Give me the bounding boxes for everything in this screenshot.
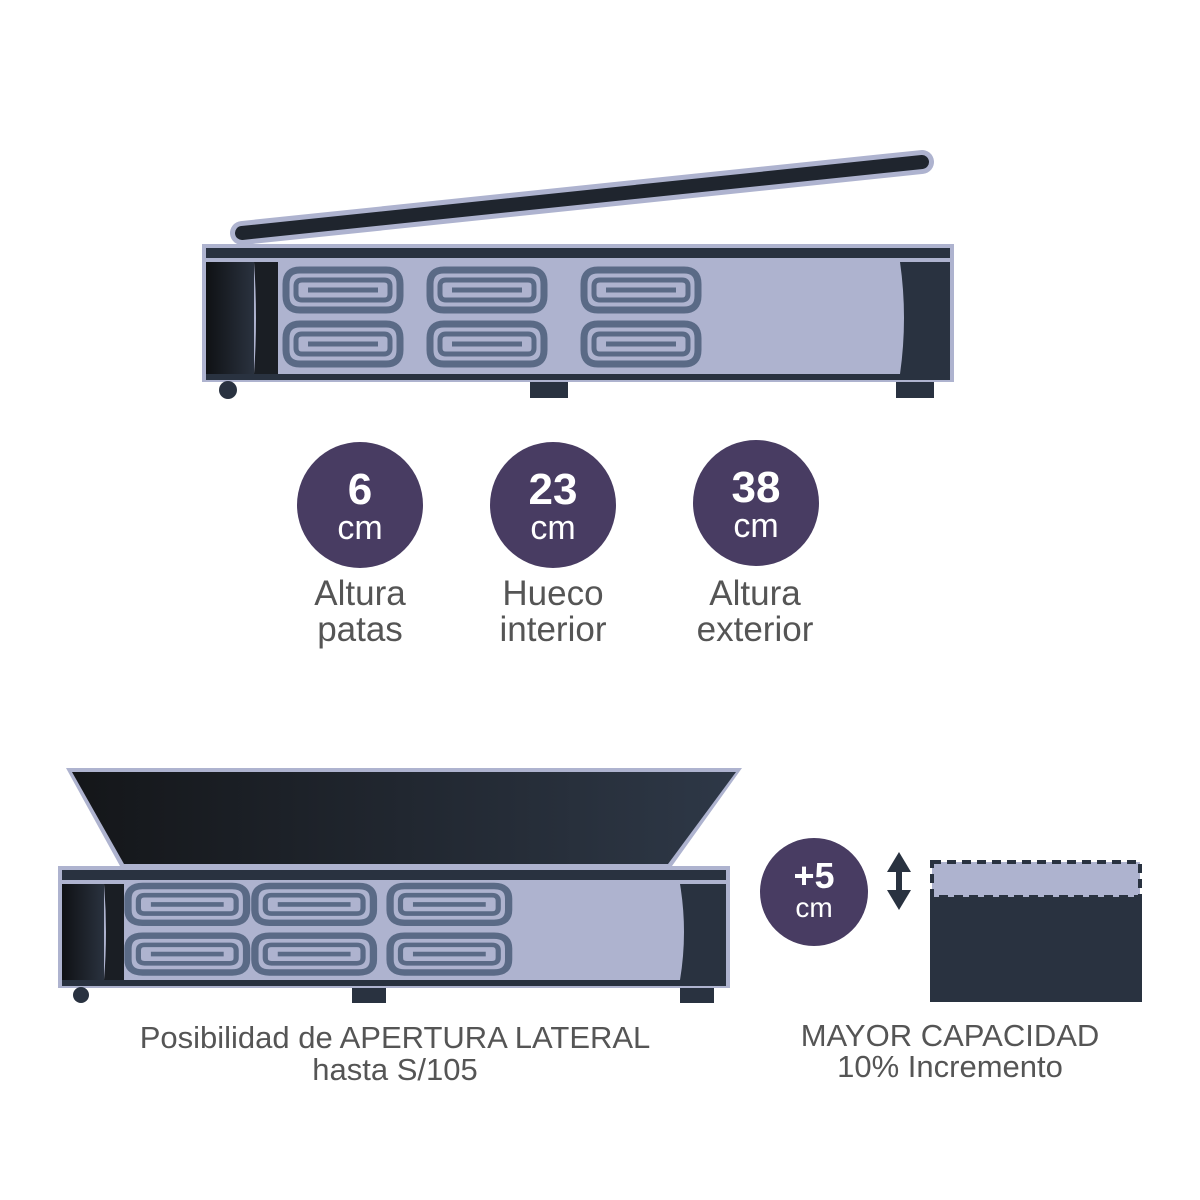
badge-value: +5 (793, 855, 835, 896)
label-inner-hollow: Hueco interior (453, 576, 653, 648)
caption-line: hasta S/105 (312, 1052, 478, 1087)
extra-capacity-zone (930, 860, 1142, 899)
badge-unit: cm (337, 509, 383, 547)
label-line: patas (317, 610, 403, 649)
badge-unit: cm (530, 509, 576, 547)
bed-lateral (58, 768, 742, 1003)
label-outer-height: Altura exterior (655, 576, 855, 648)
wheel (219, 381, 237, 399)
badge-extra-capacity: +5 cm (760, 838, 868, 946)
foot (680, 988, 714, 1003)
badge-inner-hollow: 23 cm (490, 442, 616, 568)
badge-unit: cm (733, 507, 779, 545)
capacity-block (930, 860, 1142, 1002)
badge-leg-height: 6 cm (297, 442, 423, 568)
caption-line: 10% Incremento (837, 1049, 1063, 1084)
foot (896, 382, 934, 398)
badge-unit: cm (795, 892, 833, 923)
foot (352, 988, 386, 1003)
up-down-arrow-icon (887, 852, 911, 910)
badge-value: 23 (528, 465, 578, 514)
bed-top (202, 150, 954, 399)
label-leg-height: Altura patas (260, 576, 460, 648)
badge-outer-height: 38 cm (693, 440, 819, 566)
caption-line: MAYOR CAPACIDAD (800, 1018, 1100, 1053)
label-line: Hueco (502, 574, 604, 613)
label-line: Altura (709, 574, 801, 613)
label-line: interior (499, 610, 607, 649)
caption-lateral-opening: Posibilidad de APERTURA LATERAL hasta S/… (60, 1022, 730, 1086)
label-line: Altura (314, 574, 406, 613)
badge-value: 38 (731, 463, 781, 512)
wheel (73, 987, 89, 1003)
caption-line: Posibilidad de APERTURA LATERAL (139, 1020, 651, 1055)
label-line: exterior (696, 610, 814, 649)
caption-capacity: MAYOR CAPACIDAD 10% Incremento (780, 1020, 1120, 1082)
foot (530, 382, 568, 398)
badge-value: 6 (347, 465, 373, 514)
